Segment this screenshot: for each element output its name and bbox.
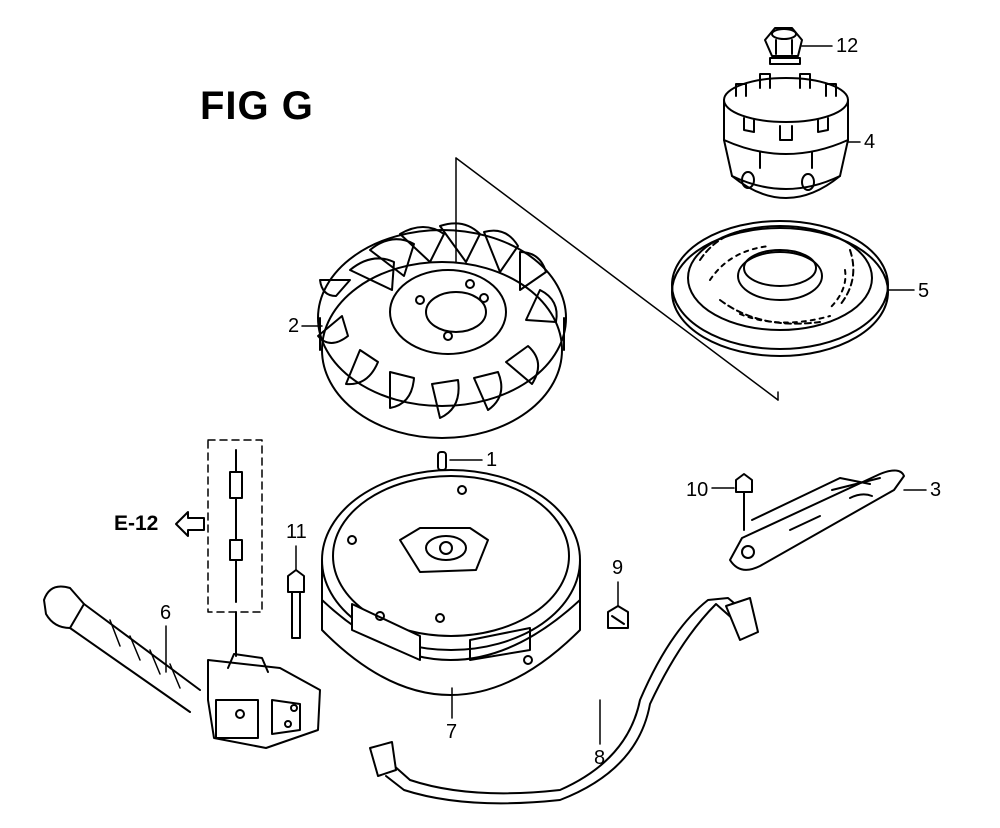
spark-plug-part bbox=[207, 439, 263, 657]
bracket-part bbox=[729, 469, 905, 571]
nut-part bbox=[764, 27, 803, 65]
callout-3: 3 bbox=[930, 479, 942, 501]
fan-part bbox=[317, 222, 567, 439]
callout-leaders bbox=[165, 45, 927, 745]
pulley-cup-part bbox=[723, 73, 849, 199]
reference-arrow bbox=[175, 511, 205, 537]
callout-8: 8 bbox=[594, 747, 606, 769]
callout-4: 4 bbox=[864, 131, 876, 153]
callout-5: 5 bbox=[918, 280, 930, 302]
flywheel-part bbox=[321, 469, 581, 696]
bolt-10-part bbox=[735, 473, 753, 531]
starter-plate-part bbox=[671, 220, 889, 357]
callout-11: 11 bbox=[286, 521, 307, 543]
callout-1: 1 bbox=[486, 449, 498, 471]
key-part bbox=[437, 451, 447, 471]
callout-10: 10 bbox=[686, 479, 709, 501]
reference-label: E-12 bbox=[114, 512, 159, 535]
callout-2: 2 bbox=[288, 315, 300, 337]
callout-6: 6 bbox=[160, 602, 172, 624]
wire-part bbox=[369, 597, 759, 805]
figure-title: FIG G bbox=[200, 84, 314, 128]
callout-9: 9 bbox=[612, 557, 624, 579]
callout-12: 12 bbox=[836, 35, 859, 57]
screw-9-part bbox=[607, 605, 629, 629]
callout-7: 7 bbox=[446, 721, 458, 743]
ignition-coil-part bbox=[43, 585, 321, 749]
bolt-11-part bbox=[287, 569, 305, 639]
